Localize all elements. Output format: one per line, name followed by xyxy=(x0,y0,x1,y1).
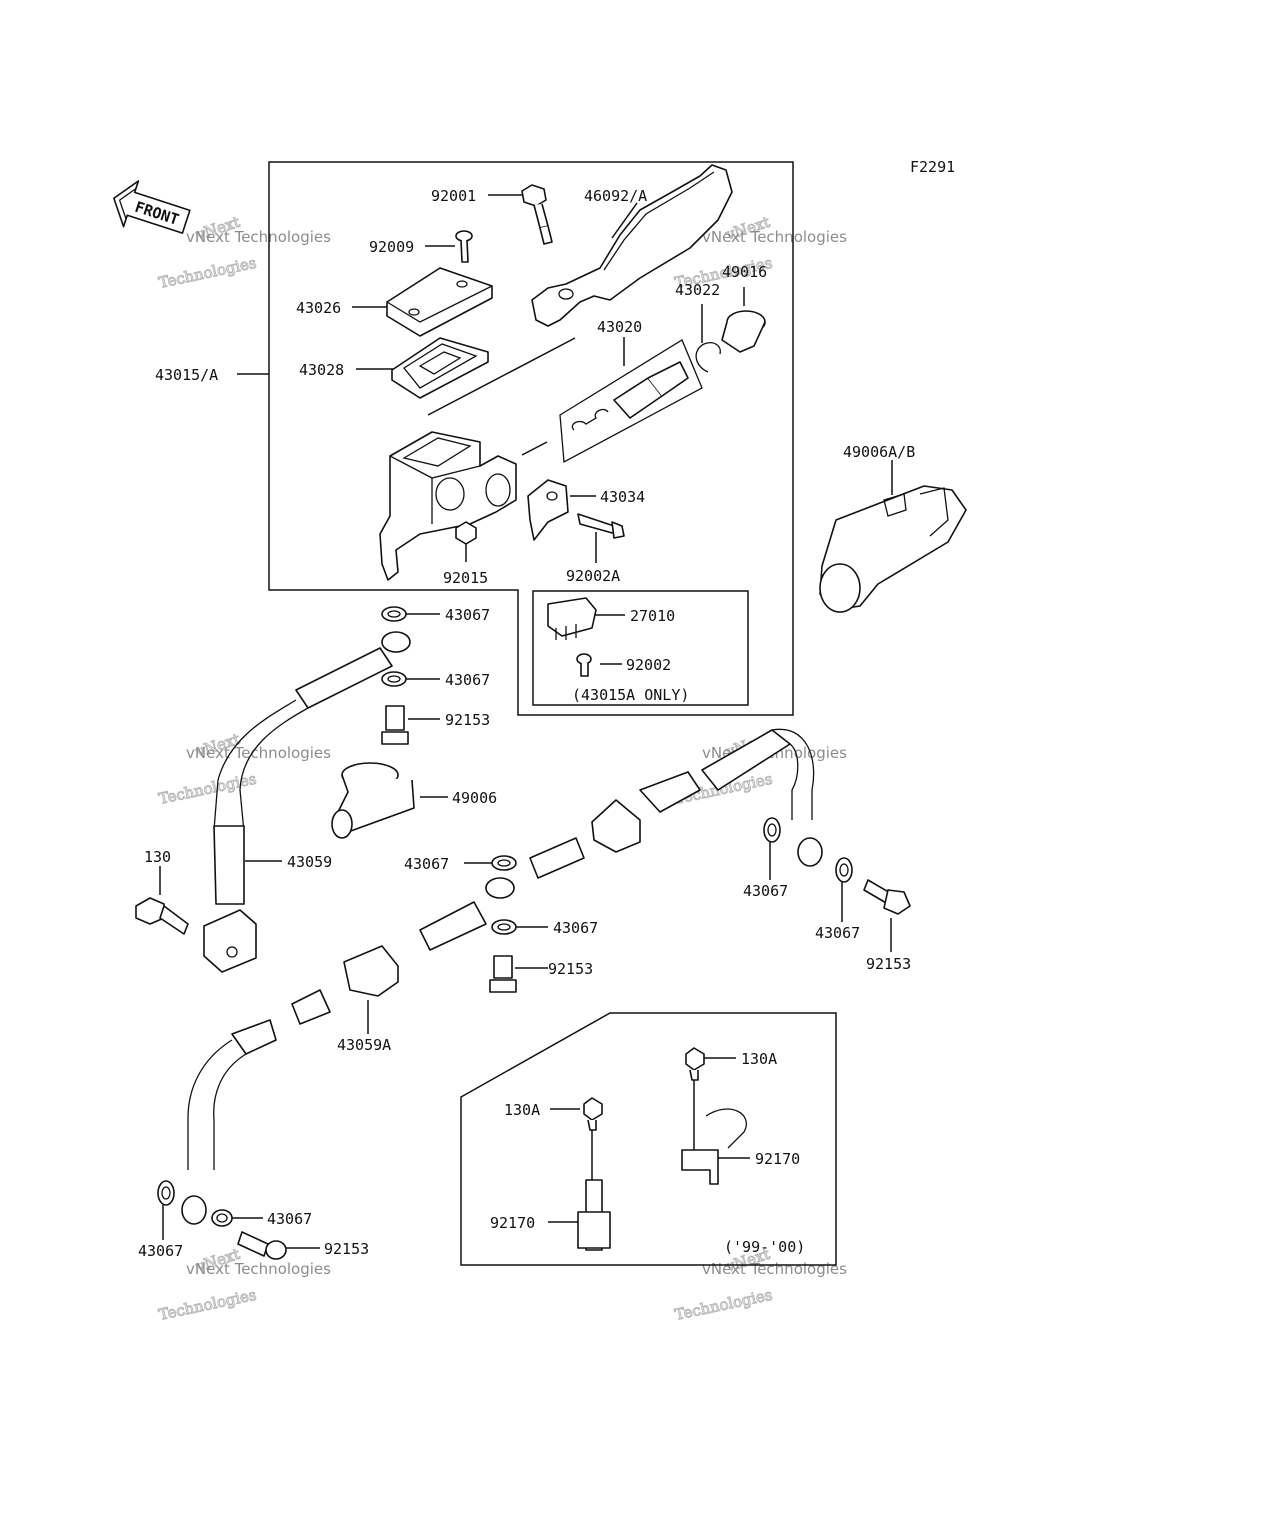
switch-inset-box xyxy=(532,590,749,706)
svg-text:Technologies: Technologies xyxy=(157,254,258,292)
label-43020: 43020 xyxy=(597,318,642,336)
brake-switch-27010 xyxy=(547,597,597,640)
label-92170-b: 92170 xyxy=(490,1214,535,1232)
label-43067-f: 43067 xyxy=(815,924,860,942)
bolt-130 xyxy=(135,897,189,935)
label-43059A: 43059A xyxy=(337,1036,391,1054)
label-43015: 43015/A xyxy=(155,366,218,384)
label-92153-b: 92153 xyxy=(866,955,911,973)
label-27010: 27010 xyxy=(630,607,675,625)
label-43028: 43028 xyxy=(299,361,344,379)
bolt-92002A xyxy=(577,513,625,539)
master-cylinder-body-43015 xyxy=(379,431,517,581)
label-46092: 46092/A xyxy=(584,187,647,205)
part-labels: 92001 46092/A 92009 43026 49016 43022 43… xyxy=(138,187,915,1260)
label-43067-g: 43067 xyxy=(138,1242,183,1260)
label-43026: 43026 xyxy=(296,299,341,317)
svg-text:vNext Technologies: vNext Technologies xyxy=(186,744,331,762)
circlip-43022 xyxy=(695,342,721,373)
label-43067-h: 43067 xyxy=(267,1210,312,1228)
leader-lines xyxy=(159,194,893,1249)
label-43067-e: 43067 xyxy=(553,919,598,937)
piston-kit-43020 xyxy=(559,339,703,464)
clamp-43034 xyxy=(527,479,569,541)
label-43034: 43034 xyxy=(600,488,645,506)
reservoir-49006AB xyxy=(819,485,967,613)
label-92015: 92015 xyxy=(443,569,488,587)
assembly-43015-outline xyxy=(268,161,794,716)
label-49016: 49016 xyxy=(722,263,767,281)
label-99-00: ('99-'00) xyxy=(724,1238,805,1256)
label-92001: 92001 xyxy=(431,187,476,205)
label-43059: 43059 xyxy=(287,853,332,871)
label-92170-a: 92170 xyxy=(755,1150,800,1168)
label-130: 130 xyxy=(144,848,171,866)
label-43067-a: 43067 xyxy=(445,606,490,624)
clamps-92170 xyxy=(577,1108,747,1251)
figure-code: F2291 xyxy=(910,158,955,176)
watermark-bottom-right: vNext vNext Technologies Technologies xyxy=(673,1244,848,1324)
svg-text:Technologies: Technologies xyxy=(157,1286,258,1324)
label-43067-b: 43067 xyxy=(445,671,490,689)
bracket-inset-box xyxy=(460,1012,837,1266)
reservoir-cap-43026 xyxy=(386,267,493,337)
label-43067-c: 43067 xyxy=(404,855,449,873)
brake-hose-43059A xyxy=(181,728,823,1225)
svg-text:Technologies: Technologies xyxy=(673,1286,774,1324)
label-43067-d: 43067 xyxy=(743,882,788,900)
svg-text:vNext Technologies: vNext Technologies xyxy=(702,228,847,246)
watermark-bottom-left: vNext vNext Technologies Technologies xyxy=(157,1244,332,1324)
screw-92002 xyxy=(576,653,592,677)
bolt-92001 xyxy=(521,184,553,245)
banjo-bolts-92153 xyxy=(237,705,911,1260)
label-43022: 43022 xyxy=(675,281,720,299)
label-49006: 49006 xyxy=(452,789,497,807)
brake-hose-43059 xyxy=(203,631,411,973)
label-130A-b: 130A xyxy=(504,1101,540,1119)
diaphragm-43028 xyxy=(391,337,489,399)
svg-text:vNext Technologies: vNext Technologies xyxy=(702,1260,847,1278)
label-92002: 92002 xyxy=(626,656,671,674)
brake-lever-46092 xyxy=(531,164,733,327)
nut-92015 xyxy=(455,521,477,545)
washers-43067 xyxy=(157,606,853,1227)
front-arrow-icon: FRONT xyxy=(113,180,191,234)
svg-text:vNext Technologies: vNext Technologies xyxy=(186,1260,331,1278)
label-92002A: 92002A xyxy=(566,567,620,585)
label-43015A-only: (43015A ONLY) xyxy=(572,686,689,704)
label-49006AB: 49006A/B xyxy=(843,443,915,461)
label-92153-d: 92153 xyxy=(324,1240,369,1258)
bolts-130A xyxy=(583,1047,705,1131)
label-92153-a: 92153 xyxy=(445,711,490,729)
svg-text:vNext Technologies: vNext Technologies xyxy=(186,228,331,246)
label-130A-a: 130A xyxy=(741,1050,777,1068)
screw-92009 xyxy=(455,230,473,263)
label-92009: 92009 xyxy=(369,238,414,256)
label-92153-c: 92153 xyxy=(548,960,593,978)
elbow-49006 xyxy=(331,762,415,839)
boot-49016 xyxy=(721,310,766,353)
